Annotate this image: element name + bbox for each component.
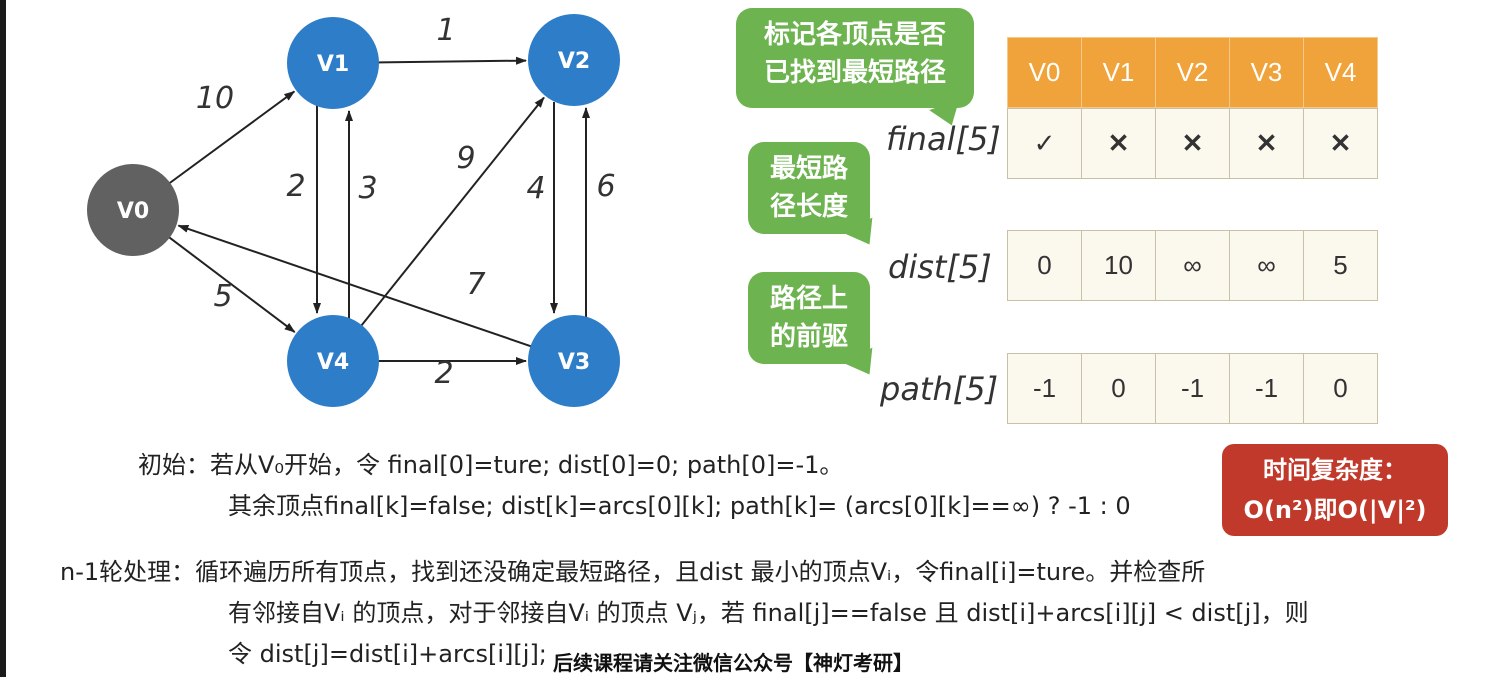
complexity-box: 时间复杂度： O(n²)即O(|V|²) (1222, 444, 1448, 536)
node-label-v0: V0 (117, 199, 149, 224)
edge-weight-v0-v4: 5 (213, 279, 232, 314)
edge-v1-v2 (374, 56, 528, 65)
node-v1 (287, 17, 379, 109)
final-note-line2: 已找到最短路径 (763, 58, 946, 88)
dist-v2: ∞ (1155, 230, 1230, 301)
header-v4: V4 (1303, 37, 1378, 108)
edge-v0-v1 (166, 90, 296, 186)
complexity-title: 时间复杂度： (1263, 456, 1407, 484)
final-array: ✓ ✕ ✕ ✕ ✕ (1007, 108, 1378, 179)
edge-weight-v4-v3: 2 (434, 356, 453, 391)
node-v4 (287, 315, 379, 407)
dist-label: dist[5] (888, 248, 992, 286)
final-note-bubble: 标记各顶点是否 已找到最短路径 (736, 8, 974, 131)
init-line1: 初始：若从V₀开始，令 final[0]=ture; dist[0]=0; pa… (138, 451, 844, 479)
dist-v3: ∞ (1229, 230, 1304, 301)
path-array: -1 0 -1 -1 0 (1007, 353, 1378, 424)
edge-weight-v4-v2: 9 (456, 141, 475, 176)
vertex-header-row: V0 V1 V2 V3 V4 (1007, 37, 1378, 108)
final-v1: ✕ (1081, 108, 1156, 179)
caption-overlay: 后续课程请关注微信公众号【神灯考研】 (553, 651, 913, 675)
dist-v4: 5 (1303, 230, 1378, 301)
watermark: @稀土掘金技术社区 (1300, 639, 1462, 660)
node-v0 (87, 164, 179, 256)
final-v4: ✕ (1303, 108, 1378, 179)
edge-weight-v0-v1: 10 (196, 81, 234, 116)
header-v3: V3 (1229, 37, 1304, 108)
path-v2: -1 (1155, 353, 1230, 424)
edge-weight-v3-v2: 6 (596, 169, 615, 204)
node-v2 (528, 14, 620, 106)
edge-weight-v1-v2: 1 (436, 13, 455, 48)
edge-weight-v4-v1: 3 (358, 171, 377, 206)
final-v2: ✕ (1155, 108, 1230, 179)
dist-v0: 0 (1007, 230, 1082, 301)
dist-note-line1: 最短路 (769, 154, 848, 184)
edge-v4-v2 (358, 96, 545, 329)
path-v1: 0 (1081, 353, 1156, 424)
node-label-v4: V4 (317, 350, 349, 375)
left-edge-bar (0, 0, 6, 677)
init-line2: 其余顶点final[k]=false; dist[k]=arcs[0][k]; … (228, 492, 1131, 520)
node-label-v2: V2 (558, 49, 590, 74)
node-v3 (528, 315, 620, 407)
edge-weight-v1-v4: 2 (286, 169, 305, 204)
path-note-line1: 路径上 (769, 284, 848, 314)
final-v0: ✓ (1007, 108, 1082, 179)
final-v3: ✕ (1229, 108, 1304, 179)
edge-v0-v4 (165, 234, 296, 333)
edge-weight-v2-v3: 4 (526, 171, 545, 206)
loop-line3: 令 dist[j]=dist[i]+arcs[i][j]; (228, 640, 547, 668)
dist-note-bubble: 最短路 径长度 (748, 142, 884, 253)
header-v0: V0 (1007, 37, 1082, 108)
edge-weight-v3-v0: 7 (466, 267, 485, 302)
complexity-formula: O(n²)即O(|V|²) (1243, 496, 1427, 524)
path-label: path[5] (880, 370, 999, 408)
dist-v1: 10 (1081, 230, 1156, 301)
node-label-v3: V3 (558, 350, 590, 375)
dist-array: 0 10 ∞ ∞ 5 (1007, 230, 1378, 301)
path-note-line2: 的前驱 (769, 322, 848, 352)
path-note-bubble: 路径上 的前驱 (748, 272, 884, 383)
final-note-line1: 标记各顶点是否 (763, 20, 946, 50)
loop-line2: 有邻接自Vᵢ 的顶点，对于邻接自Vᵢ 的顶点 Vⱼ，若 final[j]==fa… (228, 599, 1309, 627)
dist-note-line2: 径长度 (769, 192, 848, 222)
path-v4: 0 (1303, 353, 1378, 424)
edge-v3-v0 (177, 224, 535, 349)
final-label: final[5] (886, 120, 1001, 158)
header-v2: V2 (1155, 37, 1230, 108)
node-label-v1: V1 (317, 52, 349, 77)
loop-line1: n-1轮处理：循环遍历所有顶点，找到还没确定最短路径，且dist 最小的顶点Vᵢ… (60, 558, 1206, 586)
path-v0: -1 (1007, 353, 1082, 424)
header-v1: V1 (1081, 37, 1156, 108)
path-v3: -1 (1229, 353, 1304, 424)
